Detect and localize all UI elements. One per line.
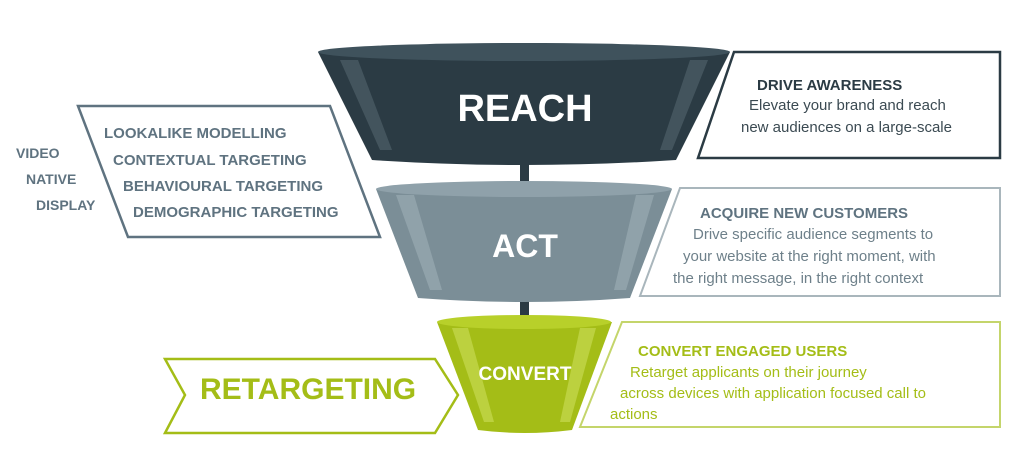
act-box-line-1: Drive specific audience segments to xyxy=(693,226,934,243)
targeting-item-contextual: CONTEXTUAL TARGETING xyxy=(113,152,307,169)
channel-video: VIDEO xyxy=(16,145,60,161)
channel-native: NATIVE xyxy=(26,171,77,187)
convert-box-title: CONVERT ENGAGED USERS xyxy=(638,343,848,360)
reach-box-line-2: new audiences on a large-scale xyxy=(741,119,952,136)
convert-box-outline xyxy=(578,321,1001,428)
channel-display: DISPLAY xyxy=(36,197,96,213)
convert-box-line-3: actions xyxy=(610,406,658,423)
act-box-outline xyxy=(638,187,1001,297)
convert-box-line-2: across devices with application focused … xyxy=(620,385,926,402)
act-funnel-segment xyxy=(376,181,672,302)
connector-act-convert xyxy=(520,298,529,324)
reach-box-line-1: Elevate your brand and reach xyxy=(749,97,946,114)
targeting-item-lookalike: LOOKALIKE MODELLING xyxy=(104,125,287,142)
retargeting-arrow-outline xyxy=(162,357,460,435)
convert-label: CONVERT xyxy=(478,364,572,385)
reach-box-title: DRIVE AWARENESS xyxy=(757,77,903,94)
convert-box-line-1: Retarget applicants on their journey xyxy=(630,364,867,381)
reach-funnel-segment xyxy=(318,43,730,165)
reach-label: REACH xyxy=(457,88,593,130)
reach-box-outline xyxy=(696,50,1002,160)
targeting-item-behavioural: BEHAVIOURAL TARGETING xyxy=(123,178,324,195)
targeting-item-demographic: DEMOGRAPHIC TARGETING xyxy=(133,204,339,221)
act-box-line-3: the right message, in the right context xyxy=(673,270,924,287)
retargeting-label: RETARGETING xyxy=(200,373,417,406)
targeting-box-outline xyxy=(76,104,382,239)
act-box-title: ACQUIRE NEW CUSTOMERS xyxy=(700,205,909,222)
act-box-line-2: your website at the right moment, with xyxy=(683,248,936,265)
act-label: ACT xyxy=(492,228,558,264)
convert-funnel-segment xyxy=(437,315,612,433)
connector-reach-act xyxy=(520,160,529,190)
